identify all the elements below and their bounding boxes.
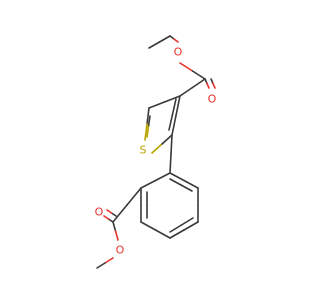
bond-benzene-6-1-inner-end bbox=[169, 178, 182, 186]
bond-benzene-carbonyl-c-start bbox=[126, 187, 142, 206]
bond-ester-o-carbonyl-c-end bbox=[191, 70, 206, 80]
bond-carbonyl-c-ester-o-start bbox=[112, 221, 117, 232]
bond-ethyl-ch3-start bbox=[148, 41, 161, 49]
bond-benzene-4-5-start bbox=[169, 229, 185, 239]
bond-thiophene-c2-s-start bbox=[146, 107, 150, 125]
bond-carbonyl-ethyl-b-start bbox=[210, 78, 214, 85]
bond-carbonyl-c-ring-start bbox=[191, 78, 206, 89]
bond-benzene-1-2-start bbox=[154, 172, 171, 182]
oxygen-ester-methyl-label: O bbox=[116, 244, 125, 257]
bond-carbonyl-methyl-a-start bbox=[107, 218, 114, 223]
bond-benzene-4-5-inner-start bbox=[169, 224, 183, 233]
bond-benzene-4-5-end bbox=[183, 221, 199, 231]
bond-carbonyl-methyl-b-end bbox=[106, 209, 113, 214]
bond-ester-o-methyl-end bbox=[96, 262, 106, 269]
bond-thiophene-benzene-start bbox=[170, 134, 173, 155]
atom-label-layer: S O O O O bbox=[95, 46, 217, 257]
bond-carbonyl-c-ring-end bbox=[179, 86, 194, 97]
bond-benzene-1-2-end bbox=[140, 179, 157, 189]
bond-ester-o-methyl-start bbox=[104, 257, 114, 264]
bond-thiophene-c3-c4-inner-start bbox=[171, 98, 177, 116]
bond-thiophene-c2-s-inner-end bbox=[146, 125, 150, 138]
bond-thiophene-c3-c4-inner-end bbox=[168, 113, 174, 131]
bond-thiophene-s-c5-start bbox=[151, 143, 163, 154]
bond-carbonyl-ethyl-a-start bbox=[204, 78, 208, 85]
bond-benzene-4-5-inner-end bbox=[180, 217, 194, 226]
bond-carbonyl-methyl-b-start bbox=[110, 212, 117, 217]
bond-thiophene-c2-s-inner-start bbox=[147, 115, 151, 128]
bond-carbonyl-ethyl-a-end bbox=[206, 82, 210, 89]
bond-thiophene-c3-c4-end bbox=[171, 114, 177, 136]
bond-benzene-6-1-end bbox=[169, 172, 185, 182]
bond-carbonyl-ethyl-b-end bbox=[212, 82, 216, 89]
bond-ethyl-ch2-o-start bbox=[169, 35, 175, 40]
bond-ester-o-carbonyl-c-start bbox=[179, 62, 194, 72]
bond-thiophene-c3-c2-end bbox=[148, 101, 166, 109]
oxygen-carbonyl-methyl-label: O bbox=[95, 206, 104, 219]
bond-benzene-6-1-inner-start bbox=[180, 184, 193, 192]
oxygen-ester-ethyl-label: O bbox=[174, 46, 183, 59]
molecule-structure: S O O O O bbox=[95, 35, 217, 269]
bond-layer bbox=[96, 35, 216, 269]
bond-benzene-3-4-start bbox=[140, 221, 157, 231]
bond-ethyl-ch2-o-end bbox=[173, 38, 179, 43]
bond-carbonyl-methyl-a-end bbox=[103, 215, 110, 220]
bond-benzene-carbonyl-c-end bbox=[112, 204, 128, 223]
bond-thiophene-benzene-end bbox=[169, 153, 172, 174]
bond-thiophene-c3-c4-start bbox=[175, 95, 181, 117]
sulfur-atom-label: S bbox=[140, 144, 147, 157]
bond-carbonyl-c-ester-o-end bbox=[114, 230, 119, 241]
bond-thiophene-c3-c2-start bbox=[163, 95, 181, 103]
bond-ethyl-ch3-end bbox=[158, 35, 171, 43]
oxygen-carbonyl-ethyl-label: O bbox=[208, 93, 217, 106]
bond-thiophene-s-c5-end bbox=[161, 134, 173, 145]
bond-thiophene-c2-s-end bbox=[144, 123, 148, 141]
bond-benzene-3-4-end bbox=[154, 229, 171, 239]
bond-benzene-6-1-start bbox=[183, 179, 199, 189]
